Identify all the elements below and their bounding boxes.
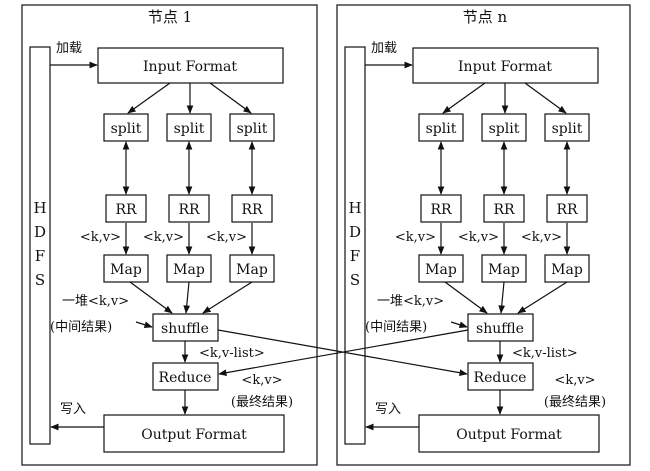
- node-1-reduce-label: Reduce: [159, 370, 212, 386]
- node-n-split-2-label: split: [489, 121, 520, 137]
- cross-link-shuffle-n-to-reduce-1: [218, 329, 469, 376]
- node-n-pile-label: 一堆<k,v>: [377, 294, 444, 309]
- node-n-rr-1-box: [420, 194, 462, 223]
- node-1-hdfs-letter-d: D: [34, 223, 46, 241]
- node-1-hdfs-letter-s: S: [35, 271, 45, 289]
- node-n-map-to-shuffle-2: [498, 281, 506, 314]
- node-n-map-to-shuffle-1: [444, 281, 488, 314]
- node-n-output-format-box: [418, 414, 600, 453]
- node-n-title: 节点 n: [463, 8, 508, 26]
- node-1: 节点 1 H D F S 加载 Input Format split split…: [21, 4, 318, 466]
- node-1-map-to-shuffle-3: [202, 281, 253, 314]
- node-n-final-kv-label: <k,v>: [554, 373, 595, 388]
- node-n-output-format-label: Output Format: [456, 427, 562, 443]
- node-1-rr-2-label: RR: [178, 202, 200, 218]
- node-n-load-label: 加载: [371, 41, 397, 56]
- node-1-intermediate-label: (中间结果): [50, 320, 112, 335]
- node-1-kv-label-2: <k,v>: [143, 230, 184, 245]
- node-n-map-2-box: [481, 254, 527, 283]
- node-1-rr-3-label: RR: [241, 202, 263, 218]
- node-1-map-2-label: Map: [173, 262, 205, 278]
- node-n-hdfs-letter-h: H: [348, 199, 361, 217]
- node-n-map-3-label: Map: [551, 262, 583, 278]
- node-n-kv-label-1: <k,v>: [395, 230, 436, 245]
- node-n-rr-2-label: RR: [493, 202, 515, 218]
- node-1-kv-label-1: <k,v>: [80, 230, 121, 245]
- node-1-kv-list-label: <k,v-list>: [199, 346, 265, 361]
- node-1-final-result-label: (最终结果): [231, 394, 293, 410]
- node-1-split-3-box: [229, 113, 275, 142]
- node-n-rr-3-box: [546, 194, 588, 223]
- node-1-split-1-label: split: [111, 121, 142, 137]
- node-n-input-format-box: [412, 47, 599, 84]
- node-1-split-2-box: [166, 113, 212, 142]
- node-1-input-format-box: [97, 47, 284, 84]
- node-1-pile-arrow: [135, 321, 153, 328]
- node-n-rr-3-label: RR: [556, 202, 578, 218]
- node-n-map-2-label: Map: [488, 262, 520, 278]
- node-n-shuffle-label: shuffle: [476, 321, 524, 337]
- node-1-split-3-label: split: [237, 121, 268, 137]
- node-1-input-to-split-3: [209, 82, 252, 114]
- node-n-map-3-box: [544, 254, 590, 283]
- node-1-hdfs-box: [29, 46, 51, 445]
- node-n-hdfs-letter-s: S: [350, 271, 360, 289]
- node-1-input-format-label: Input Format: [143, 59, 237, 75]
- node-n-input-to-split-3: [524, 82, 567, 114]
- node-n-split-1-box: [418, 113, 464, 142]
- node-n-intermediate-label: (中间结果): [365, 320, 427, 335]
- node-1-rr-2-box: [168, 194, 210, 223]
- node-1-map-2-box: [166, 254, 212, 283]
- node-1-rr-1-box: [105, 194, 147, 223]
- node-1-map-1-label: Map: [110, 262, 142, 278]
- node-1-output-format-box: [103, 414, 285, 453]
- node-n-split-2-box: [481, 113, 527, 142]
- node-n-split-3-box: [544, 113, 590, 142]
- node-n-reduce-label: Reduce: [474, 370, 527, 386]
- node-1-shuffle-box: [152, 313, 219, 342]
- node-n-hdfs-box: [344, 46, 366, 445]
- node-1-pile-label: 一堆<k,v>: [62, 294, 129, 309]
- node-n: 节点 n H D F S 加载 Input Format split split…: [336, 4, 631, 466]
- node-1-write-label: 写入: [60, 402, 86, 417]
- node-n-reduce-box: [467, 362, 534, 391]
- node-n-split-1-label: split: [426, 121, 457, 137]
- node-n-rr-1-label: RR: [430, 202, 452, 218]
- node-1-map-1-box: [103, 254, 149, 283]
- node-1-hdfs-letter-f: F: [35, 247, 45, 265]
- node-1-split-2-label: split: [174, 121, 205, 137]
- node-n-pile-arrow: [450, 321, 468, 328]
- node-1-rr-3-box: [231, 194, 273, 223]
- node-1-hdfs-letter-h: H: [33, 199, 46, 217]
- node-n-final-result-label: (最终结果): [544, 394, 606, 410]
- node-n-rr-2-box: [483, 194, 525, 223]
- node-1-shuffle-label: shuffle: [161, 321, 209, 337]
- node-n-input-to-split-1: [442, 82, 486, 114]
- node-n-map-1-label: Map: [425, 262, 457, 278]
- node-1-final-kv-label: <k,v>: [241, 373, 282, 388]
- node-n-write-label: 写入: [375, 402, 401, 417]
- node-1-rr-1-label: RR: [115, 202, 137, 218]
- node-1-map-to-shuffle-1: [129, 281, 173, 314]
- node-n-kv-label-2: <k,v>: [458, 230, 499, 245]
- node-n-map-to-shuffle-3: [517, 281, 568, 314]
- node-1-map-3-label: Map: [236, 262, 268, 278]
- node-n-hdfs-letter-d: D: [349, 223, 361, 241]
- node-1-kv-label-3: <k,v>: [206, 230, 247, 245]
- node-n-split-3-label: split: [552, 121, 583, 137]
- node-1-map-to-shuffle-2: [183, 281, 191, 314]
- node-n-input-format-label: Input Format: [458, 59, 552, 75]
- node-1-output-format-label: Output Format: [141, 427, 247, 443]
- node-1-title: 节点 1: [148, 8, 192, 26]
- node-n-map-1-box: [418, 254, 464, 283]
- node-1-split-1-box: [103, 113, 149, 142]
- node-1-load-label: 加载: [56, 41, 82, 56]
- node-n-kv-list-label: <k,v-list>: [512, 346, 578, 361]
- node-n-kv-label-3: <k,v>: [521, 230, 562, 245]
- node-1-input-to-split-1: [127, 82, 171, 114]
- node-n-hdfs-letter-f: F: [350, 247, 360, 265]
